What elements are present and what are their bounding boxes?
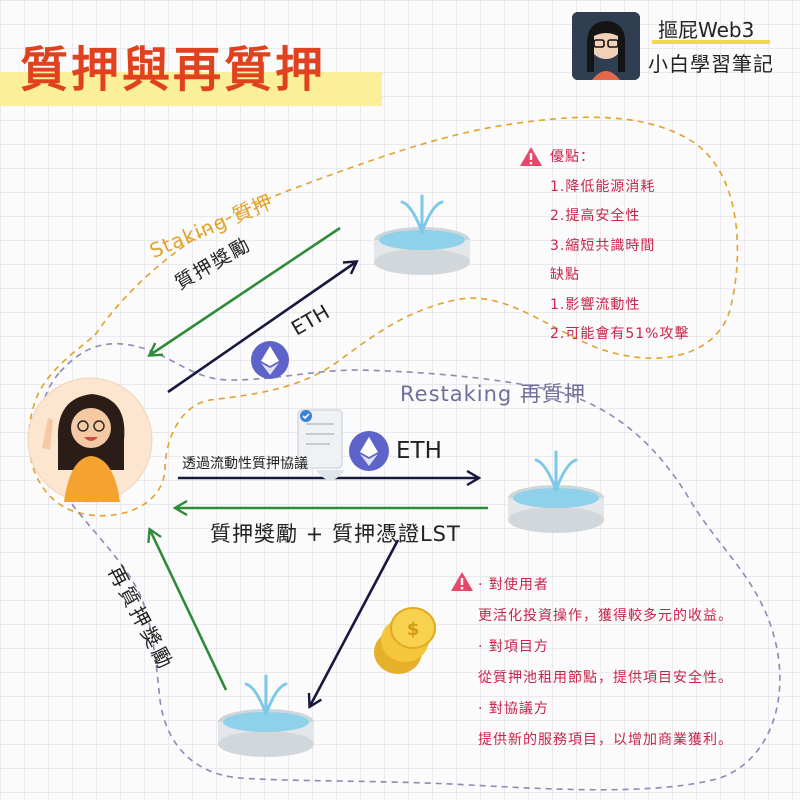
pros-item: 3.縮短共識時間 xyxy=(550,237,656,254)
benefit-text: 從質押池租用節點，提供項目安全性。 xyxy=(478,670,733,686)
cons-item: 1.影響流動性 xyxy=(550,296,641,313)
reward-lst-label: 質押獎勵 + 質押憑證LST xyxy=(210,522,461,546)
staking-reward-arrow xyxy=(150,226,341,355)
benefit-heading: · 對協議方 xyxy=(478,701,549,717)
brand-subtitle: 小白學習筆記 xyxy=(648,52,774,76)
cons-item: 2.可能會有51%攻擊 xyxy=(550,326,690,342)
eth-label-restaking: ETH xyxy=(396,438,442,464)
fountain-icon-restaking xyxy=(508,450,604,533)
benefits-list: · 對使用者 更活化投資操作，獲得較多元的收益。 · 對項目方 從質押池租用節點… xyxy=(452,570,733,756)
pool-to-avs-arrow xyxy=(310,539,400,706)
page-title: 質押與再質押 xyxy=(20,42,327,98)
restaking-boundary xyxy=(39,342,781,791)
person-avatar xyxy=(27,377,153,503)
title-highlight xyxy=(0,72,382,106)
fountain-icon-avs xyxy=(218,674,314,757)
benefit-text: 更活化投資操作，獲得較多元的收益。 xyxy=(478,608,733,624)
brand-underline xyxy=(652,40,770,44)
eth-stake-arrow xyxy=(167,262,356,394)
brand-name: 摳屁Web3 xyxy=(658,18,755,42)
coin-stack-icon: $ xyxy=(374,607,436,674)
pros-title: 優點： xyxy=(550,149,595,165)
benefit-heading: · 對項目方 xyxy=(478,639,549,655)
svg-text:$: $ xyxy=(407,619,420,640)
warning-icon-pros xyxy=(520,147,542,166)
staking-boundary xyxy=(28,116,739,517)
warning-icon-benefits xyxy=(451,572,473,591)
restaking-label: Restaking 再質押 xyxy=(400,382,586,406)
certificate-icon xyxy=(297,409,345,480)
benefit-heading: · 對使用者 xyxy=(478,577,549,593)
eth-icon-staking xyxy=(251,341,289,379)
protocol-label: 透過流動性質押協議 xyxy=(182,456,308,472)
brand-avatar xyxy=(572,12,640,80)
benefit-text: 提供新的服務項目，以增加商業獲利。 xyxy=(478,732,733,748)
pros-item: 2.提高安全性 xyxy=(550,208,641,224)
pros-cons-list: 優點： 1.降低能源消耗 2.提高安全性 3.縮短共識時間 缺點 1.影響流動性… xyxy=(522,143,689,350)
cons-title: 缺點 xyxy=(550,267,580,283)
eth-icon-restaking xyxy=(349,431,389,471)
restaking-reward-arrow xyxy=(150,530,228,691)
pros-item: 1.降低能源消耗 xyxy=(550,178,656,195)
fountain-icon-staking xyxy=(374,194,470,275)
